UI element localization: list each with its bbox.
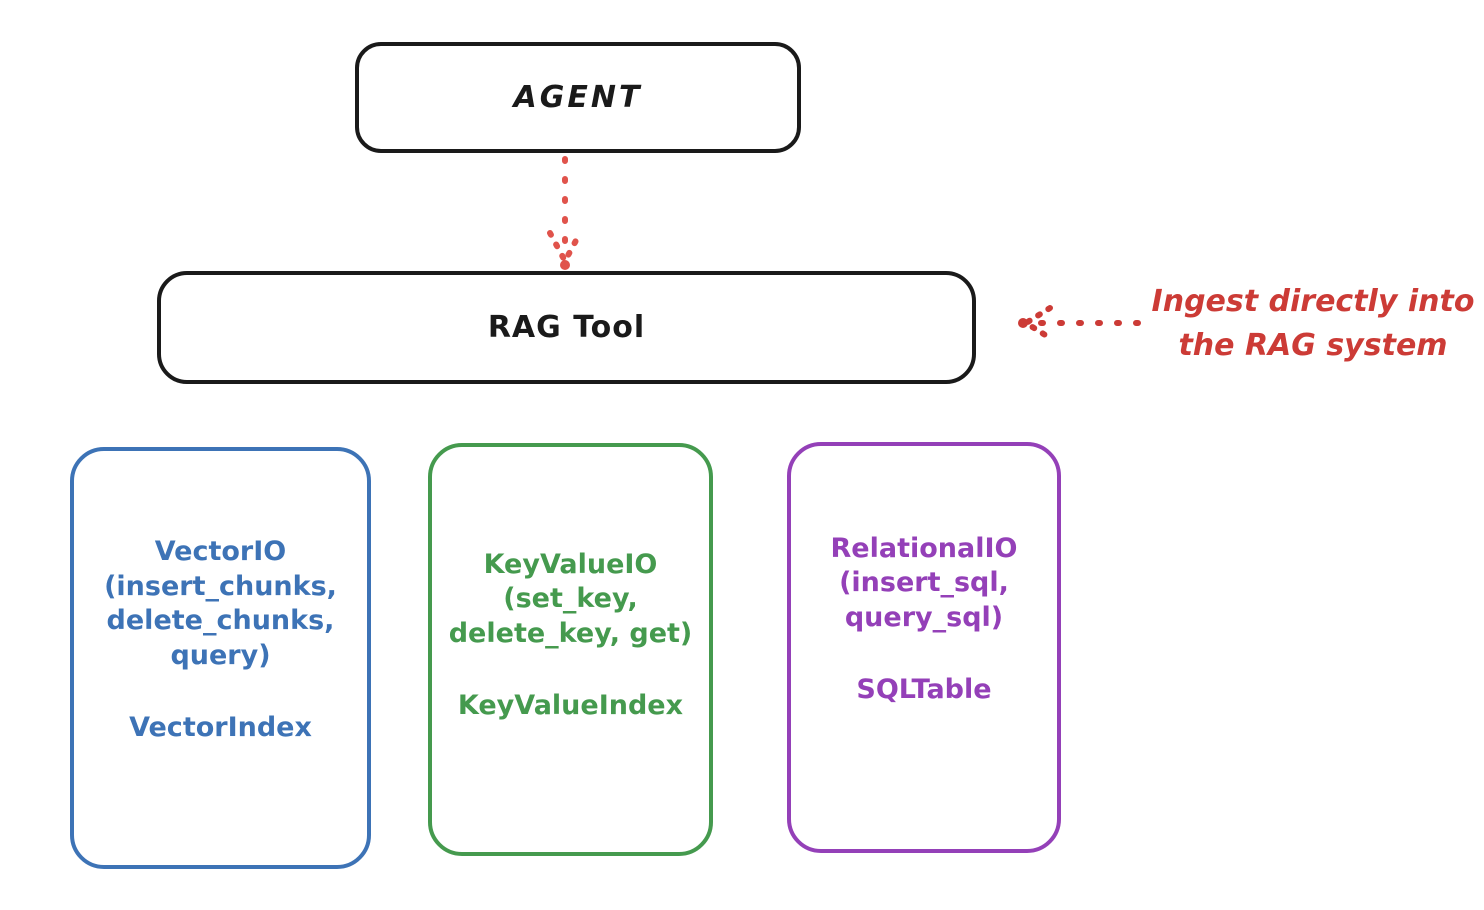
node-keyvalue-io-signature: KeyValueIO (set_key, delete_key, get) [448, 548, 693, 649]
node-vector-io-signature: VectorIO (insert_chunks, delete_chunks, … [104, 536, 337, 671]
node-vector-io-content: VectorIO (insert_chunks, delete_chunks, … [104, 535, 337, 745]
arrow-tip [560, 260, 570, 270]
node-agent-label: AGENT [513, 79, 643, 115]
node-agent[interactable]: AGENT [355, 42, 801, 153]
node-keyvalue-io-content: KeyValueIO (set_key, delete_key, get) Ke… [449, 548, 693, 723]
node-relational-io-signature: RelationalIO (insert_sql, query_sql) [830, 532, 1018, 633]
arrowhead-down-icon [547, 230, 583, 264]
node-relational-io-content: RelationalIO (insert_sql, query_sql) SQL… [831, 532, 1018, 707]
node-rag-tool-label: RAG Tool [487, 309, 646, 345]
connector-agent-to-rag-tool [547, 156, 583, 270]
node-vector-io-index: VectorIndex [129, 712, 312, 744]
node-keyvalue-io-index: KeyValueIndex [457, 690, 684, 722]
node-relational-io[interactable]: RelationalIO (insert_sql, query_sql) SQL… [787, 442, 1061, 853]
node-keyvalue-io[interactable]: KeyValueIO (set_key, delete_key, get) Ke… [428, 443, 713, 856]
node-rag-tool[interactable]: RAG Tool [157, 271, 976, 384]
node-vector-io[interactable]: VectorIO (insert_chunks, delete_chunks, … [70, 447, 371, 869]
node-relational-io-index: SQLTable [856, 674, 992, 706]
arrow-tip [1018, 318, 1028, 328]
annotation-ingest-directly: Ingest directly into the RAG system [1151, 284, 1475, 363]
connector-ingest-to-rag-tool [1018, 305, 1141, 341]
